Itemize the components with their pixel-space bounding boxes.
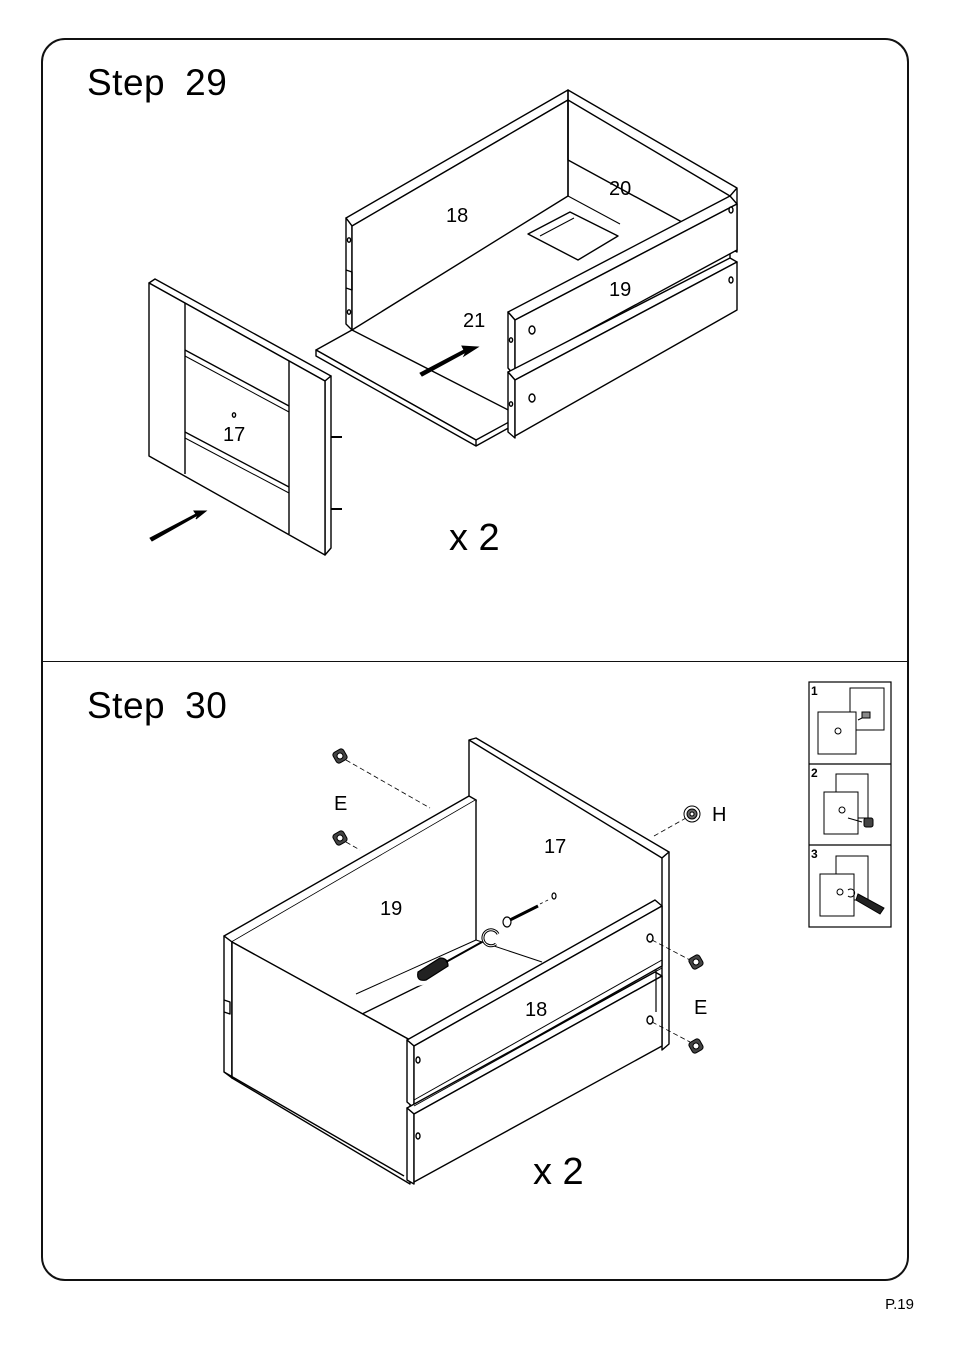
- step-30-illustration: E H 17 19 18 E x 2 1 2 3: [0, 662, 954, 1282]
- page-number: P.19: [885, 1296, 914, 1313]
- inset-step-2: 2: [811, 766, 818, 780]
- label-part-17: 17: [223, 424, 245, 446]
- label-part-21: 21: [463, 310, 485, 332]
- label-part-18: 18: [446, 205, 468, 227]
- label-hardware-e-top: E: [334, 793, 347, 815]
- step-30-multiplier: x 2: [533, 1151, 584, 1193]
- inset-step-3: 3: [811, 847, 818, 861]
- label-part-20: 20: [609, 178, 631, 200]
- label-part-19-s30: 19: [380, 898, 402, 920]
- panel-17: [149, 279, 342, 555]
- label-part-19: 19: [609, 279, 631, 301]
- label-hardware-h: H: [712, 804, 726, 826]
- inset-step-1: 1: [811, 684, 818, 698]
- label-part-18-s30: 18: [525, 999, 547, 1021]
- label-hardware-e-right: E: [694, 997, 707, 1019]
- panel-21-face: [316, 330, 520, 440]
- hardware-h: [654, 806, 700, 836]
- label-part-17-s30: 17: [544, 836, 566, 858]
- step-29-illustration: 18 20 19 21 17 x 2: [0, 0, 954, 660]
- step-29-multiplier: x 2: [449, 517, 500, 559]
- inset-detail-panel: 1 2 3: [809, 682, 891, 927]
